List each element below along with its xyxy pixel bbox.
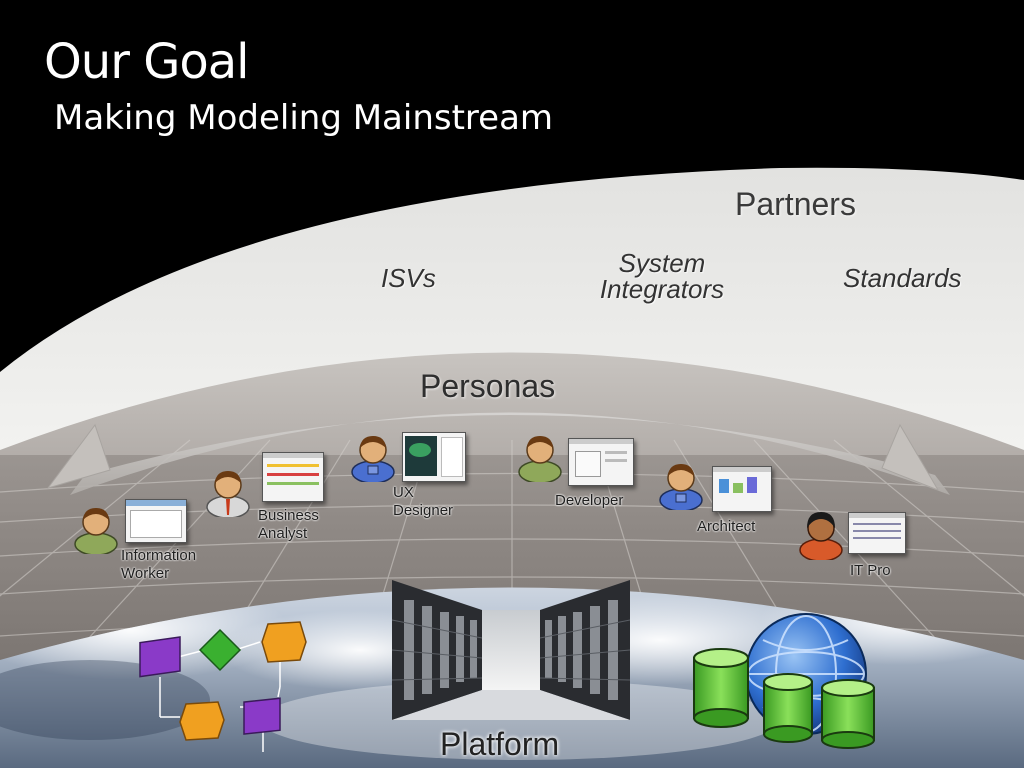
user-icon — [206, 471, 250, 519]
persona-business-analyst — [204, 465, 252, 522]
persona-ux-designer-label: UX Designer — [393, 484, 454, 519]
partner-standards: Standards — [843, 263, 962, 293]
slide-title: Our Goal — [44, 34, 250, 90]
server-racks-icon — [392, 580, 630, 720]
persona-developer-label: Developer — [555, 492, 624, 509]
persona-ux-designer — [349, 430, 397, 487]
persona-information-worker — [72, 502, 120, 559]
globe-database-icon — [693, 613, 875, 749]
user-icon — [799, 512, 843, 562]
partner-system-integrators-line1: System — [618, 248, 706, 278]
user-icon — [74, 508, 118, 556]
platform-heading: Platform — [440, 726, 560, 762]
app-screenshot-thumbnail — [402, 432, 466, 482]
persona-architect-label: Architect — [697, 518, 756, 535]
persona-information-worker-label: Information Worker — [121, 547, 197, 582]
persona-developer — [516, 430, 564, 487]
slide-subtitle: Making Modeling Mainstream — [54, 98, 554, 138]
partner-system-integrators-line2: Integrators — [599, 274, 725, 304]
persona-architect — [657, 458, 705, 515]
app-screenshot-thumbnail — [262, 452, 324, 502]
user-icon — [518, 436, 562, 484]
user-icon — [659, 464, 703, 512]
partners-heading: Partners — [735, 186, 856, 222]
partner-isvs: ISVs — [381, 263, 436, 293]
user-icon — [351, 436, 395, 484]
app-screenshot-thumbnail — [568, 438, 634, 486]
workflow-diagram-icon — [139, 621, 307, 752]
partner-system-integrators: System Integrators — [592, 250, 732, 302]
persona-business-analyst-label: Business Analyst — [258, 507, 319, 542]
persona-it-pro-label: IT Pro — [850, 562, 891, 579]
persona-it-pro — [797, 508, 845, 565]
app-screenshot-thumbnail — [125, 499, 187, 543]
personas-heading: Personas — [420, 368, 556, 404]
app-screenshot-thumbnail — [712, 466, 772, 512]
app-screenshot-thumbnail — [848, 512, 906, 554]
